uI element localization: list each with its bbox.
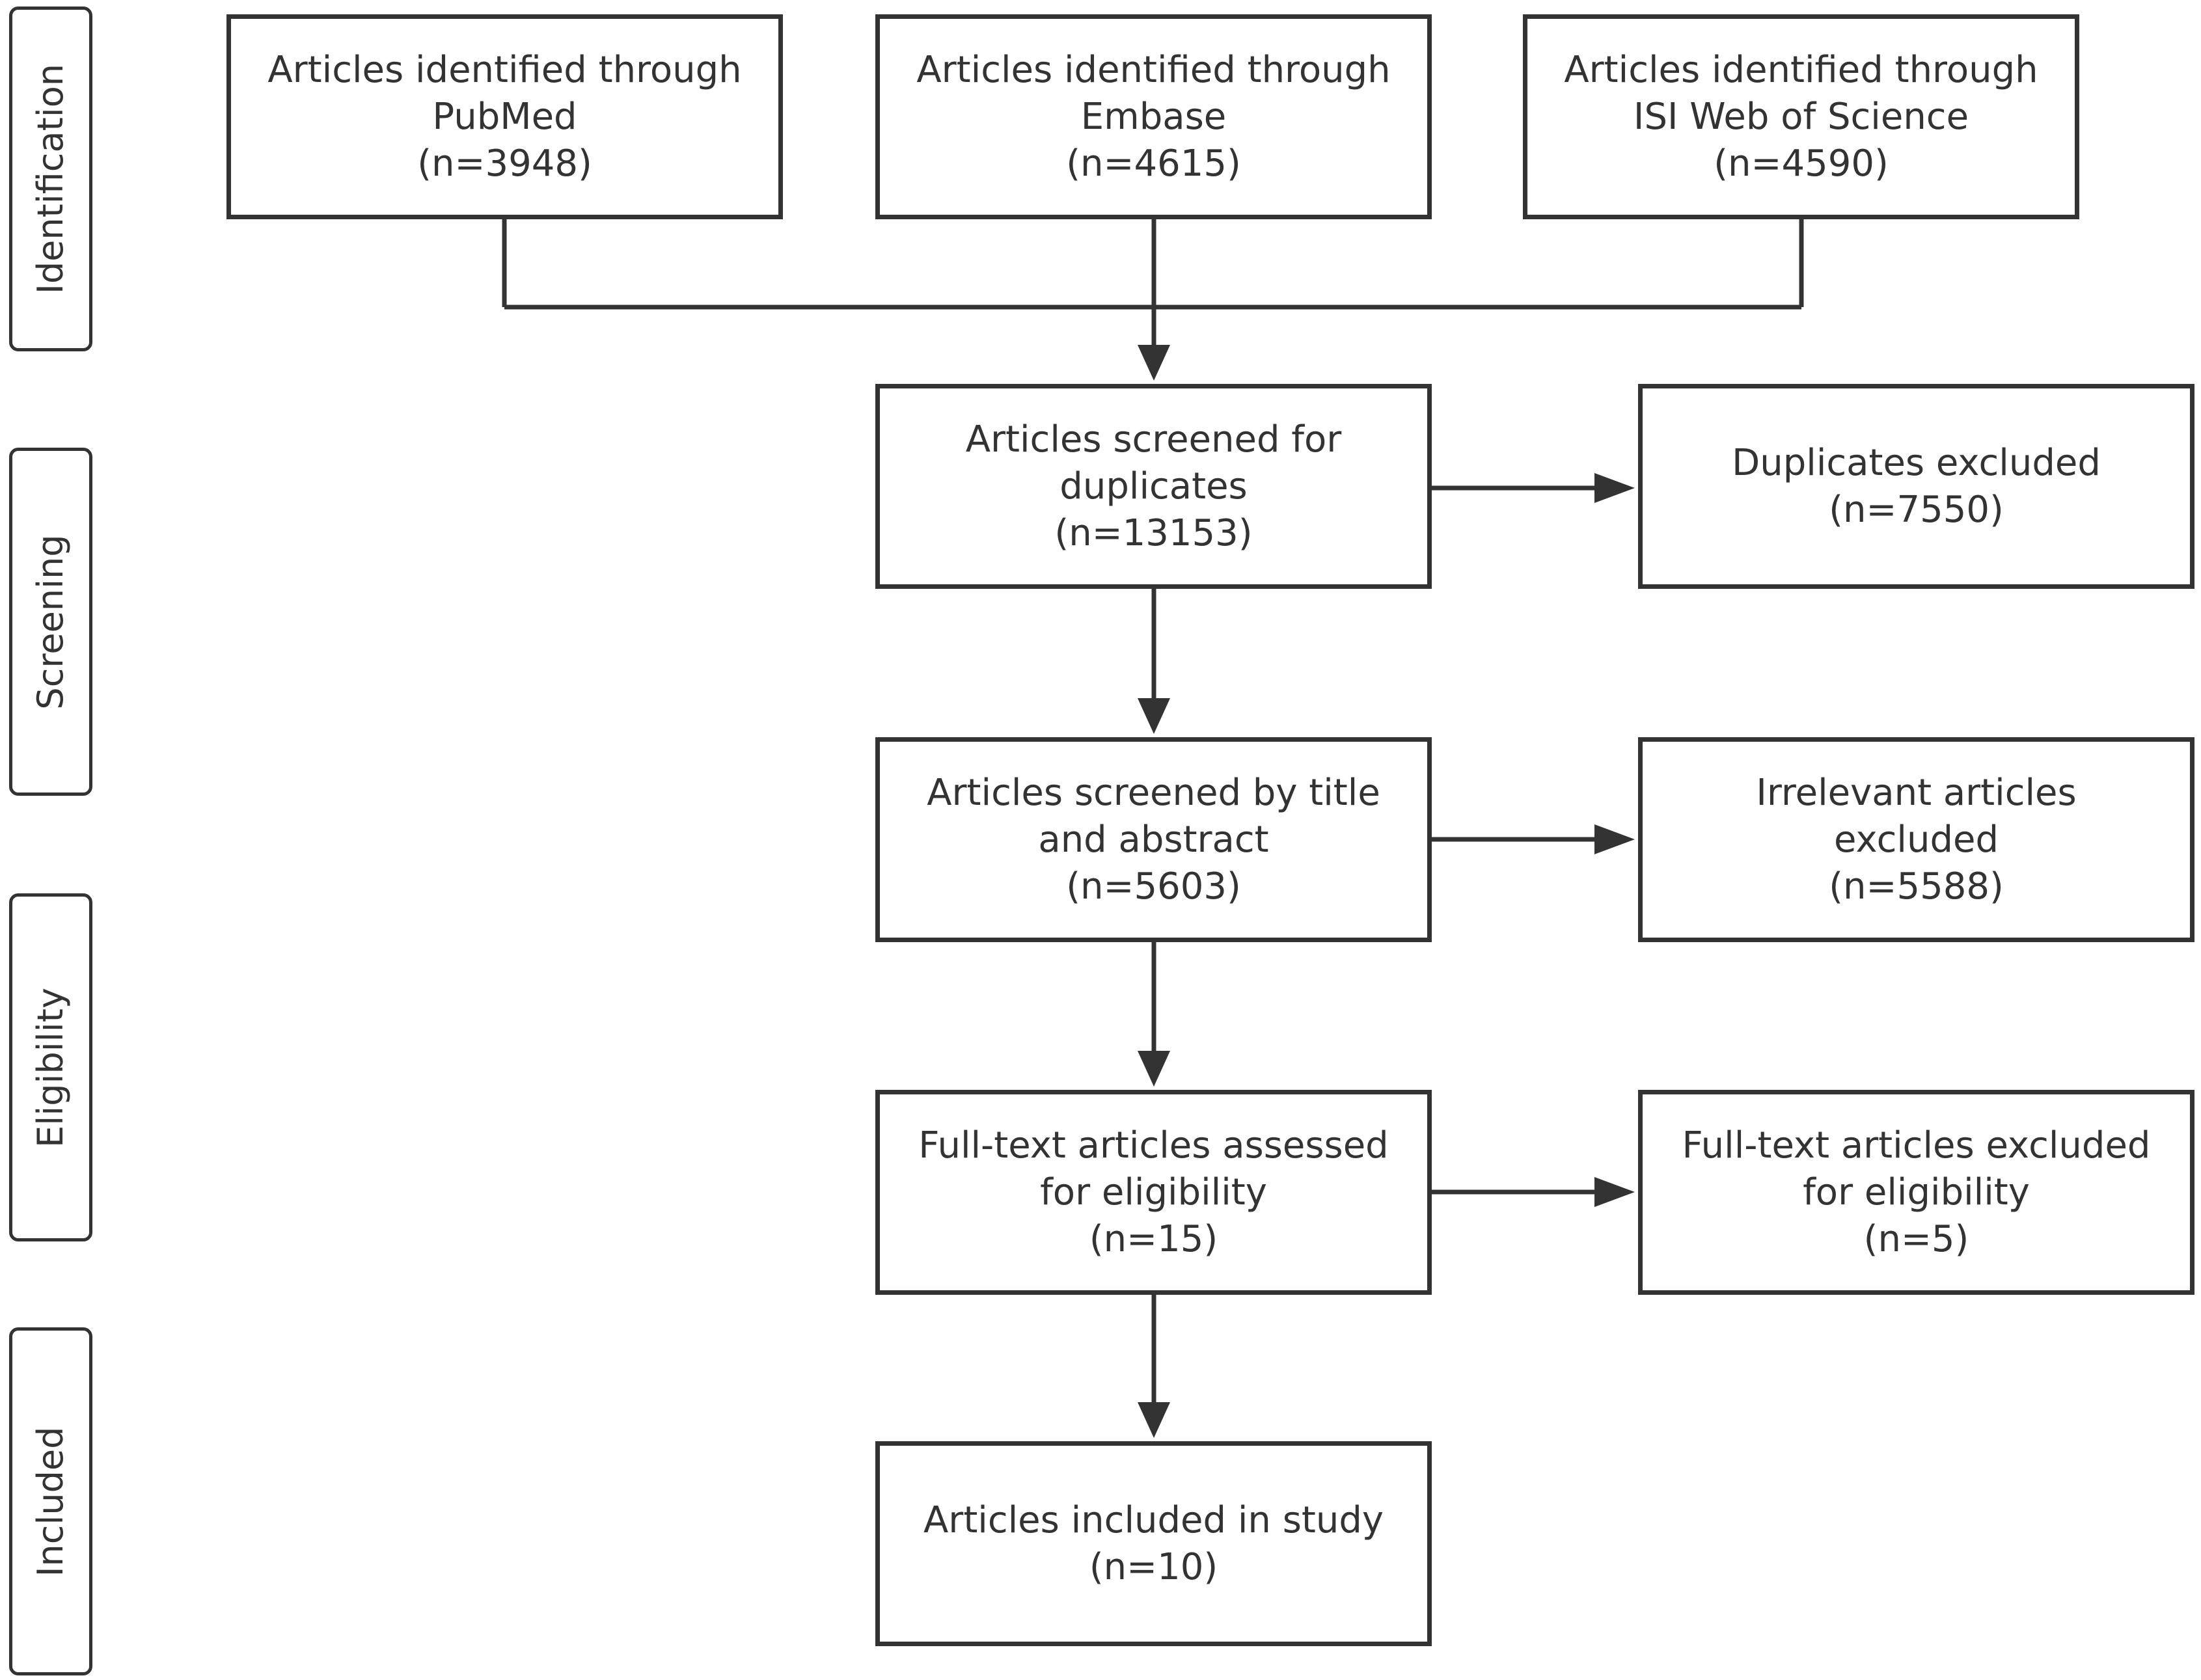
arrowhead-to-fulltext-excluded bbox=[1594, 1177, 1635, 1207]
isi-line1: Articles identified through bbox=[1564, 48, 2038, 91]
embase-line2: Embase bbox=[1080, 95, 1227, 138]
arrowhead-to-screened-duplicates bbox=[1138, 345, 1170, 381]
fulltext-assessed-line2: for eligibility bbox=[1040, 1171, 1267, 1213]
box-included: Articles included in study (n=10) bbox=[875, 1441, 1432, 1646]
box-pubmed: Articles identified through PubMed (n=39… bbox=[226, 14, 783, 219]
duplicates-excluded-count: (n=7550) bbox=[1829, 488, 2004, 531]
fulltext-assessed-line1: Full-text articles assessed bbox=[918, 1124, 1389, 1167]
box-fulltext-assessed: Full-text articles assessed for eligibil… bbox=[875, 1090, 1432, 1295]
box-screened-duplicates: Articles screened for duplicates (n=1315… bbox=[875, 384, 1432, 589]
irrelevant-excluded-line1: Irrelevant articles bbox=[1756, 771, 2077, 814]
stage-identification: Identification bbox=[9, 7, 92, 351]
screened-duplicates-line2: duplicates bbox=[1059, 465, 1248, 508]
box-duplicates-excluded: Duplicates excluded (n=7550) bbox=[1638, 384, 2194, 589]
arrowhead-to-included bbox=[1138, 1402, 1170, 1438]
irrelevant-excluded-count: (n=5588) bbox=[1829, 865, 2004, 908]
box-irrelevant-excluded: Irrelevant articles excluded (n=5588) bbox=[1638, 737, 2194, 942]
arrowhead-to-duplicates-excluded bbox=[1594, 473, 1635, 503]
pubmed-line1: Articles identified through bbox=[267, 48, 742, 91]
pubmed-count: (n=3948) bbox=[417, 142, 592, 185]
screened-title-abstract-line2: and abstract bbox=[1038, 818, 1269, 861]
screened-duplicates-line1: Articles screened for bbox=[965, 418, 1342, 461]
fulltext-excluded-line1: Full-text articles excluded bbox=[1682, 1124, 2151, 1167]
duplicates-excluded-line1: Duplicates excluded bbox=[1732, 441, 2101, 484]
fulltext-excluded-count: (n=5) bbox=[1863, 1217, 1969, 1260]
stage-eligibility: Eligibility bbox=[9, 893, 92, 1241]
screened-title-abstract-count: (n=5603) bbox=[1066, 865, 1241, 908]
fulltext-excluded-line2: for eligibility bbox=[1803, 1171, 2030, 1213]
included-count: (n=10) bbox=[1089, 1545, 1218, 1588]
isi-count: (n=4590) bbox=[1714, 142, 1889, 185]
arrowhead-to-title-abstract bbox=[1138, 698, 1170, 734]
stage-screening: Screening bbox=[9, 448, 92, 796]
embase-count: (n=4615) bbox=[1066, 142, 1241, 185]
box-embase: Articles identified through Embase (n=46… bbox=[875, 14, 1432, 219]
box-fulltext-excluded: Full-text articles excluded for eligibil… bbox=[1638, 1090, 2194, 1295]
embase-line1: Articles identified through bbox=[916, 48, 1391, 91]
included-line1: Articles included in study bbox=[923, 1498, 1384, 1541]
irrelevant-excluded-line2: excluded bbox=[1833, 818, 1999, 861]
pubmed-line2: PubMed bbox=[432, 95, 577, 138]
arrowhead-to-irrelevant-excluded bbox=[1594, 824, 1635, 854]
stage-included: Included bbox=[9, 1327, 92, 1675]
arrowhead-to-fulltext bbox=[1138, 1051, 1170, 1087]
isi-line2: ISI Web of Science bbox=[1633, 95, 1969, 138]
fulltext-assessed-count: (n=15) bbox=[1089, 1217, 1218, 1260]
screened-title-abstract-line1: Articles screened by title bbox=[927, 771, 1380, 814]
box-isi: Articles identified through ISI Web of S… bbox=[1523, 14, 2079, 219]
box-screened-title-abstract: Articles screened by title and abstract … bbox=[875, 737, 1432, 942]
screened-duplicates-count: (n=13153) bbox=[1054, 511, 1253, 554]
